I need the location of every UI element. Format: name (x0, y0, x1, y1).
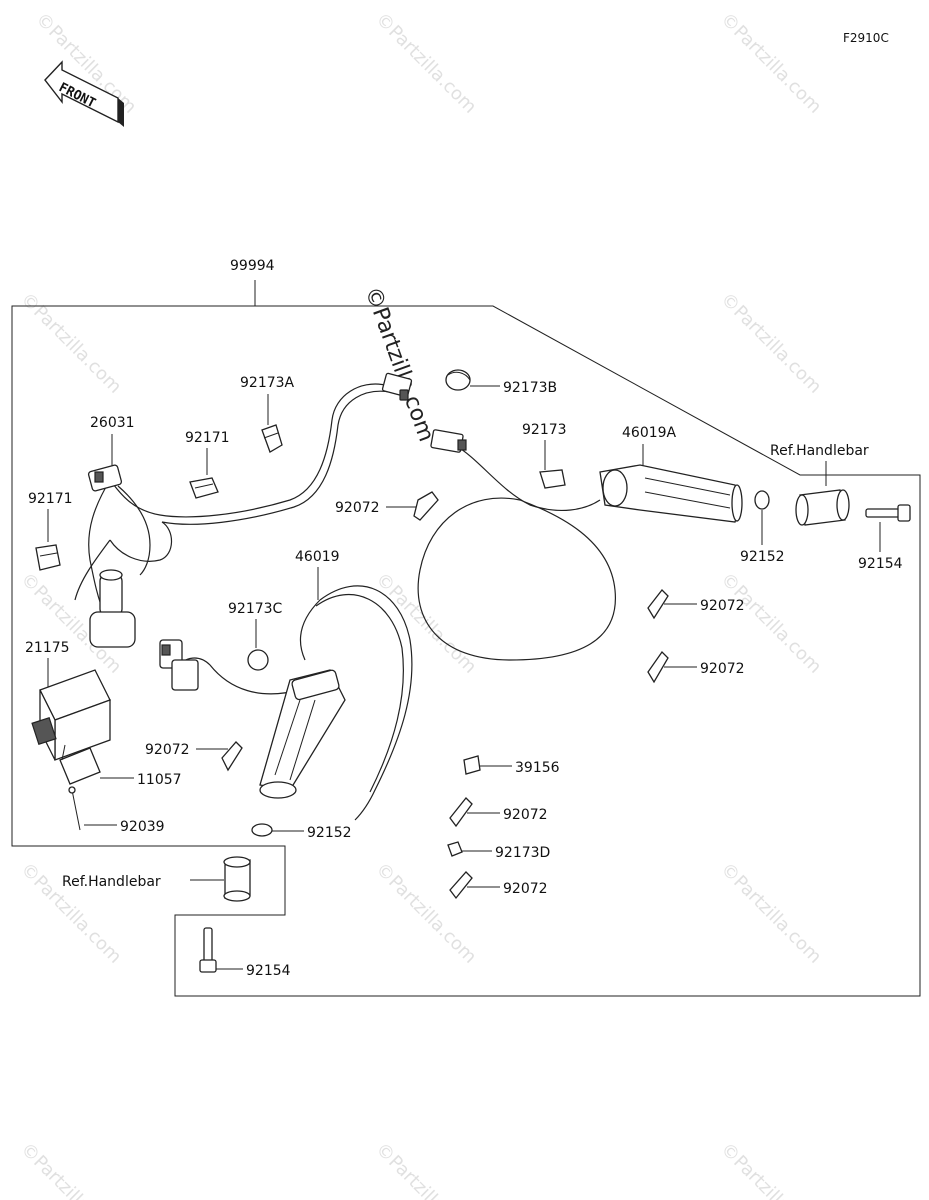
label-46019A: 46019A (622, 425, 677, 441)
pad-39156-icon (463, 755, 481, 775)
label-ref-handlebar-right: Ref.Handlebar (770, 443, 869, 459)
label-92072-b: 92072 (700, 598, 745, 614)
clamp-92171-top-icon (189, 477, 219, 499)
watermark-13: ©Partzilla.com (371, 1139, 480, 1200)
grip-left-46019-icon (174, 585, 413, 821)
label-92072-d: 92072 (145, 742, 190, 758)
label-92173: 92173 (522, 422, 567, 438)
labels: 99994 92173B 92173A 26031 92171 92173 46… (25, 258, 903, 979)
bracket-11057-icon (59, 744, 101, 785)
watermark-5: ©Partzilla.com (716, 289, 825, 398)
cable-tie-92072-c-icon (647, 650, 669, 684)
cable-tie-92072-f-icon (449, 871, 473, 900)
label-26031: 26031 (90, 415, 135, 431)
label-92173D: 92173D (495, 845, 550, 861)
label-92173A: 92173A (240, 375, 295, 391)
washer-92152-right-icon (754, 490, 770, 510)
bar-end-left-icon (223, 856, 251, 902)
label-99994: 99994 (230, 258, 275, 274)
label-92152-bottom: 92152 (307, 825, 352, 841)
clamp-92173b-icon (445, 369, 471, 391)
label-11057: 11057 (137, 772, 182, 788)
nut-92173d-icon (447, 841, 463, 857)
bolt-92154-bottom-icon (199, 927, 217, 973)
label-21175: 21175 (25, 640, 70, 656)
cable-tie-92072-e-icon (449, 797, 473, 828)
clamp-92173-icon (539, 469, 566, 489)
label-92072-f: 92072 (503, 881, 548, 897)
cable-tie-92072-d-icon (221, 741, 243, 772)
label-92072-e: 92072 (503, 807, 548, 823)
clamp-92173c-icon (247, 649, 269, 671)
connector-left-icon (159, 639, 199, 691)
watermark-2: ©Partzilla.com (371, 9, 480, 118)
label-92173C: 92173C (228, 601, 283, 617)
watermark-7: ©Partzilla.com (371, 569, 480, 678)
bar-end-right-icon (795, 489, 850, 526)
clamp-92171-left-icon (35, 544, 61, 571)
label-92154-bottom: 92154 (246, 963, 291, 979)
label-92154-right: 92154 (858, 556, 903, 572)
washer-92152-bottom-icon (251, 823, 273, 837)
label-92171-left: 92171 (28, 491, 73, 507)
clamp-92173a-icon (261, 424, 283, 453)
label-92152-right: 92152 (740, 549, 785, 565)
watermark-main: ©Partzilla.com (359, 284, 438, 446)
kit-outline (11, 305, 921, 997)
diagram-code: F2910C (843, 31, 889, 45)
watermark-11: ©Partzilla.com (716, 859, 825, 968)
relay-21175-icon (31, 669, 111, 761)
watermark-3: ©Partzilla.com (716, 9, 825, 118)
label-92039: 92039 (120, 819, 165, 835)
label-46019: 46019 (295, 549, 340, 565)
switch-26031-icon (87, 464, 123, 492)
watermark-14: ©Partzilla.com (716, 1139, 825, 1200)
watermark-4: ©Partzilla.com (16, 289, 125, 398)
watermark-12: ©Partzilla.com (16, 1139, 125, 1200)
label-92171-top: 92171 (185, 430, 230, 446)
label-ref-handlebar-left: Ref.Handlebar (62, 874, 161, 890)
bolt-92154-right-icon (865, 504, 911, 522)
label-92072-a: 92072 (335, 500, 380, 516)
control-unit-icon (89, 569, 136, 648)
label-92173B: 92173B (503, 380, 557, 396)
grip-right-46019a-icon (417, 429, 743, 661)
label-92072-c: 92072 (700, 661, 745, 677)
cable-tie-92072-b-icon (647, 589, 669, 620)
label-39156: 39156 (515, 760, 560, 776)
pin-92039-icon (68, 786, 81, 831)
cable-tie-92072-a-icon (413, 491, 439, 521)
wiring-harness (74, 372, 413, 616)
